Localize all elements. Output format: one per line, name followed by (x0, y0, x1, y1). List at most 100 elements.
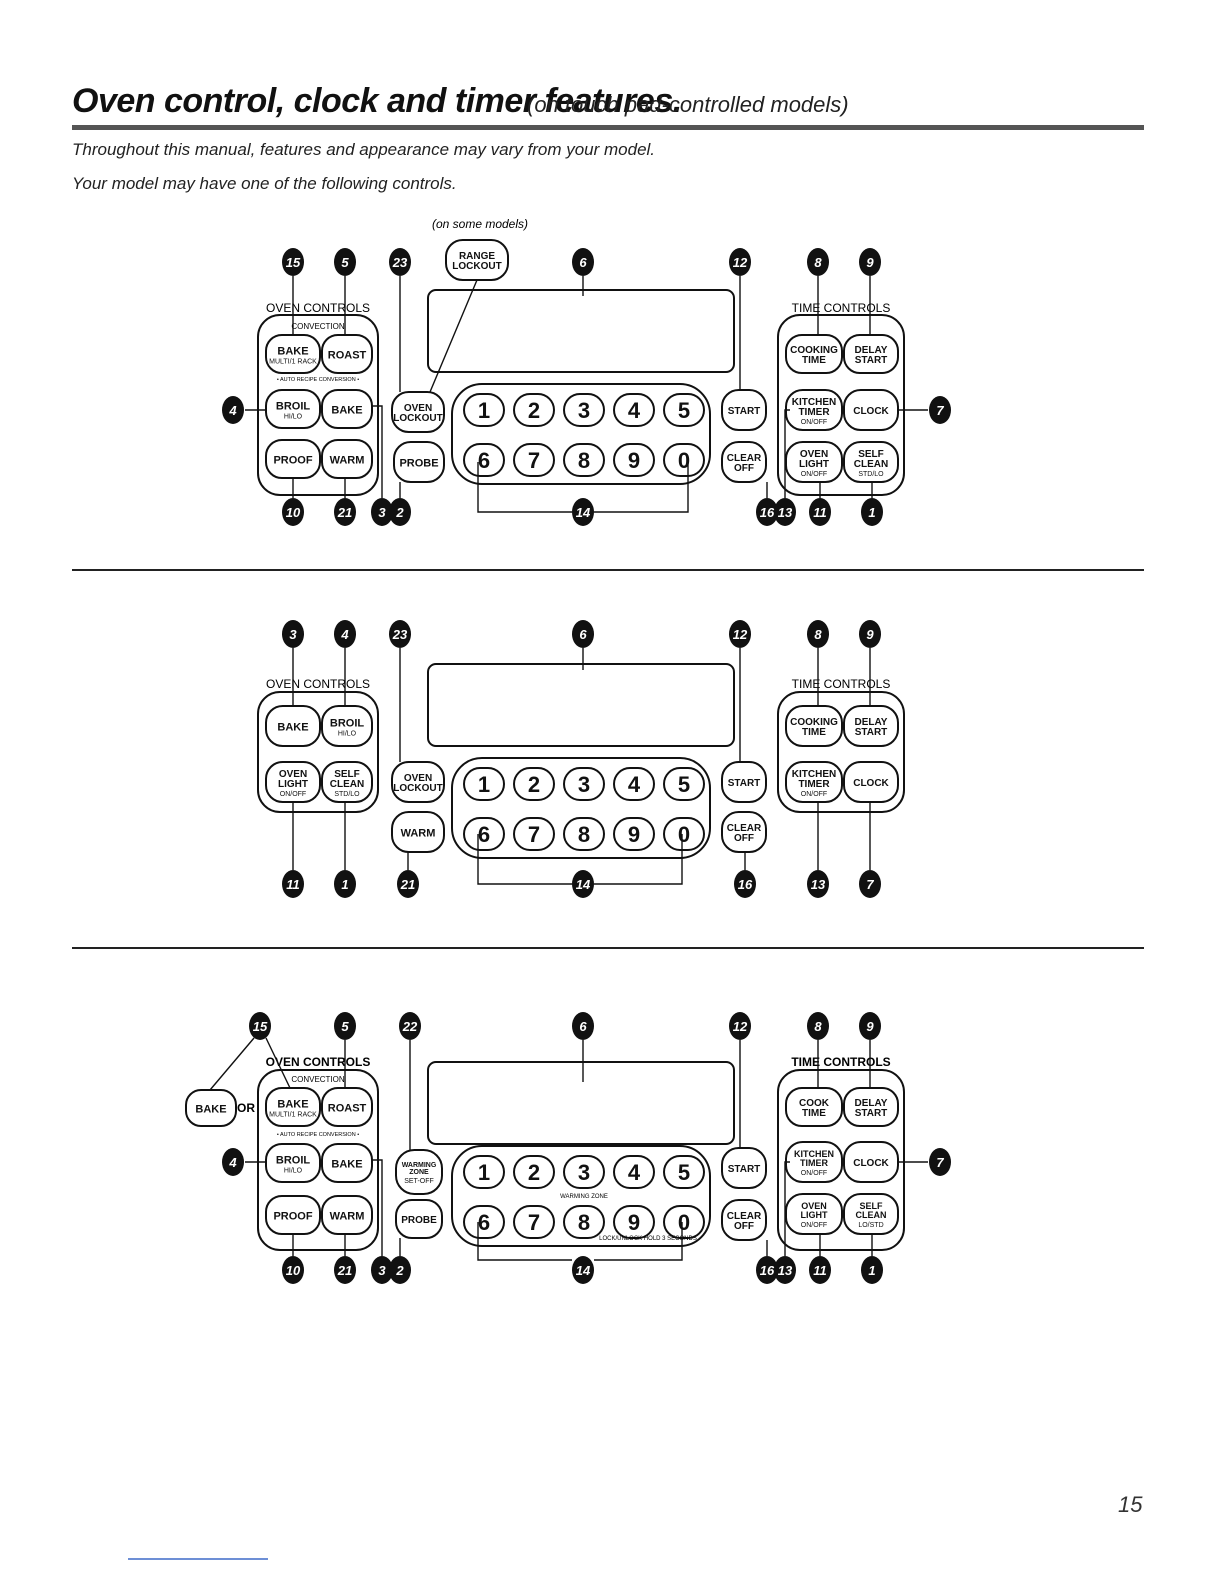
digit-4-button[interactable]: 4 (613, 1155, 655, 1189)
start-button[interactable]: START (721, 761, 767, 803)
digit-8-button[interactable]: 8 (563, 817, 605, 851)
callout-number: 1 (868, 505, 875, 520)
clock-button[interactable]: CLOCK (843, 1141, 899, 1183)
proof-button[interactable]: PROOF (265, 1195, 321, 1235)
digit-5-button-outline (663, 1155, 705, 1189)
digit-5-button[interactable]: 5 (663, 1155, 705, 1189)
start-button[interactable]: START (721, 1147, 767, 1189)
digit-5-button[interactable]: 5 (663, 767, 705, 801)
roast-button[interactable]: ROAST (321, 1087, 373, 1127)
digit-0-button-label: 0 (678, 822, 690, 847)
start-button[interactable]: START (721, 389, 767, 431)
digit-9-button[interactable]: 9 (613, 817, 655, 851)
proof-button[interactable]: PROOF (265, 439, 321, 479)
digit-7-button[interactable]: 7 (513, 443, 555, 477)
digit-2-button[interactable]: 2 (513, 767, 555, 801)
clock-button[interactable]: CLOCK (843, 761, 899, 803)
bake-button[interactable]: BAKE (321, 1143, 373, 1183)
digit-2-button[interactable]: 2 (513, 1155, 555, 1189)
bake-button[interactable]: BAKE (265, 705, 321, 747)
digit-8-button[interactable]: 8 (563, 1205, 605, 1239)
digit-9-button[interactable]: 9 (613, 1205, 655, 1239)
probe-button[interactable]: PROBE (393, 441, 445, 483)
delay-start-button-label: DELAY (855, 717, 888, 728)
probe-button[interactable]: PROBE (395, 1199, 443, 1239)
leader-line (209, 1037, 255, 1091)
warm-button[interactable]: WARM (321, 439, 373, 479)
roast-button[interactable]: ROAST (321, 334, 373, 374)
digit-3-button[interactable]: 3 (563, 393, 605, 427)
digit-1-button[interactable]: 1 (463, 1155, 505, 1189)
digit-6-button[interactable]: 6 (463, 817, 505, 851)
digit-3-button[interactable]: 3 (563, 767, 605, 801)
callout-badge (729, 620, 751, 648)
digit-3-button[interactable]: 3 (563, 1155, 605, 1189)
clear-off-button-label: OFF (734, 1221, 754, 1232)
callout-number: 5 (341, 1019, 349, 1034)
callout-badge (282, 620, 304, 648)
proof-button-label: PROOF (273, 455, 312, 467)
digit-2-button[interactable]: 2 (513, 393, 555, 427)
digit-5-button[interactable]: 5 (663, 393, 705, 427)
broil-button-sublabel: HI/LO (284, 1168, 303, 1175)
digit-0-button[interactable]: 0 (663, 1205, 705, 1239)
digit-4-button[interactable]: 4 (613, 767, 655, 801)
oven-controls-label: OVEN CONTROLS (266, 1055, 371, 1069)
warm-button[interactable]: WARM (391, 811, 445, 853)
digit-6-button[interactable]: 6 (463, 443, 505, 477)
digit-3-button-outline (563, 767, 605, 801)
cooking-time-button-label: COOKING (790, 345, 838, 356)
digit-1-button-label: 1 (478, 772, 490, 797)
bake-button[interactable]: BAKE (321, 389, 373, 429)
callout-number: 8 (814, 627, 822, 642)
clock-button[interactable]: CLOCK (843, 389, 899, 431)
oven-lockout-button-outline (391, 761, 445, 803)
bake-alt-button[interactable]: BAKE (185, 1089, 237, 1127)
digit-1-button[interactable]: 1 (463, 767, 505, 801)
digit-1-button[interactable]: 1 (463, 393, 505, 427)
digit-8-button[interactable]: 8 (563, 443, 605, 477)
kitchen-timer-button-label: TIMER (798, 407, 830, 418)
digit-9-button[interactable]: 9 (613, 443, 655, 477)
callout-number: 21 (400, 877, 415, 892)
digit-0-button[interactable]: 0 (663, 817, 705, 851)
digit-6-button[interactable]: 6 (463, 1205, 505, 1239)
callout-badge (774, 1256, 796, 1284)
leader-line (372, 405, 383, 498)
digit-7-button[interactable]: 7 (513, 817, 555, 851)
warm-button[interactable]: WARM (321, 1195, 373, 1235)
digit-0-button[interactable]: 0 (663, 443, 705, 477)
start-button-outline (721, 1147, 767, 1189)
digit-9-button-outline (613, 817, 655, 851)
digit-4-button[interactable]: 4 (613, 393, 655, 427)
oven-controls-frame (257, 314, 379, 496)
digit-7-button[interactable]: 7 (513, 1205, 555, 1239)
